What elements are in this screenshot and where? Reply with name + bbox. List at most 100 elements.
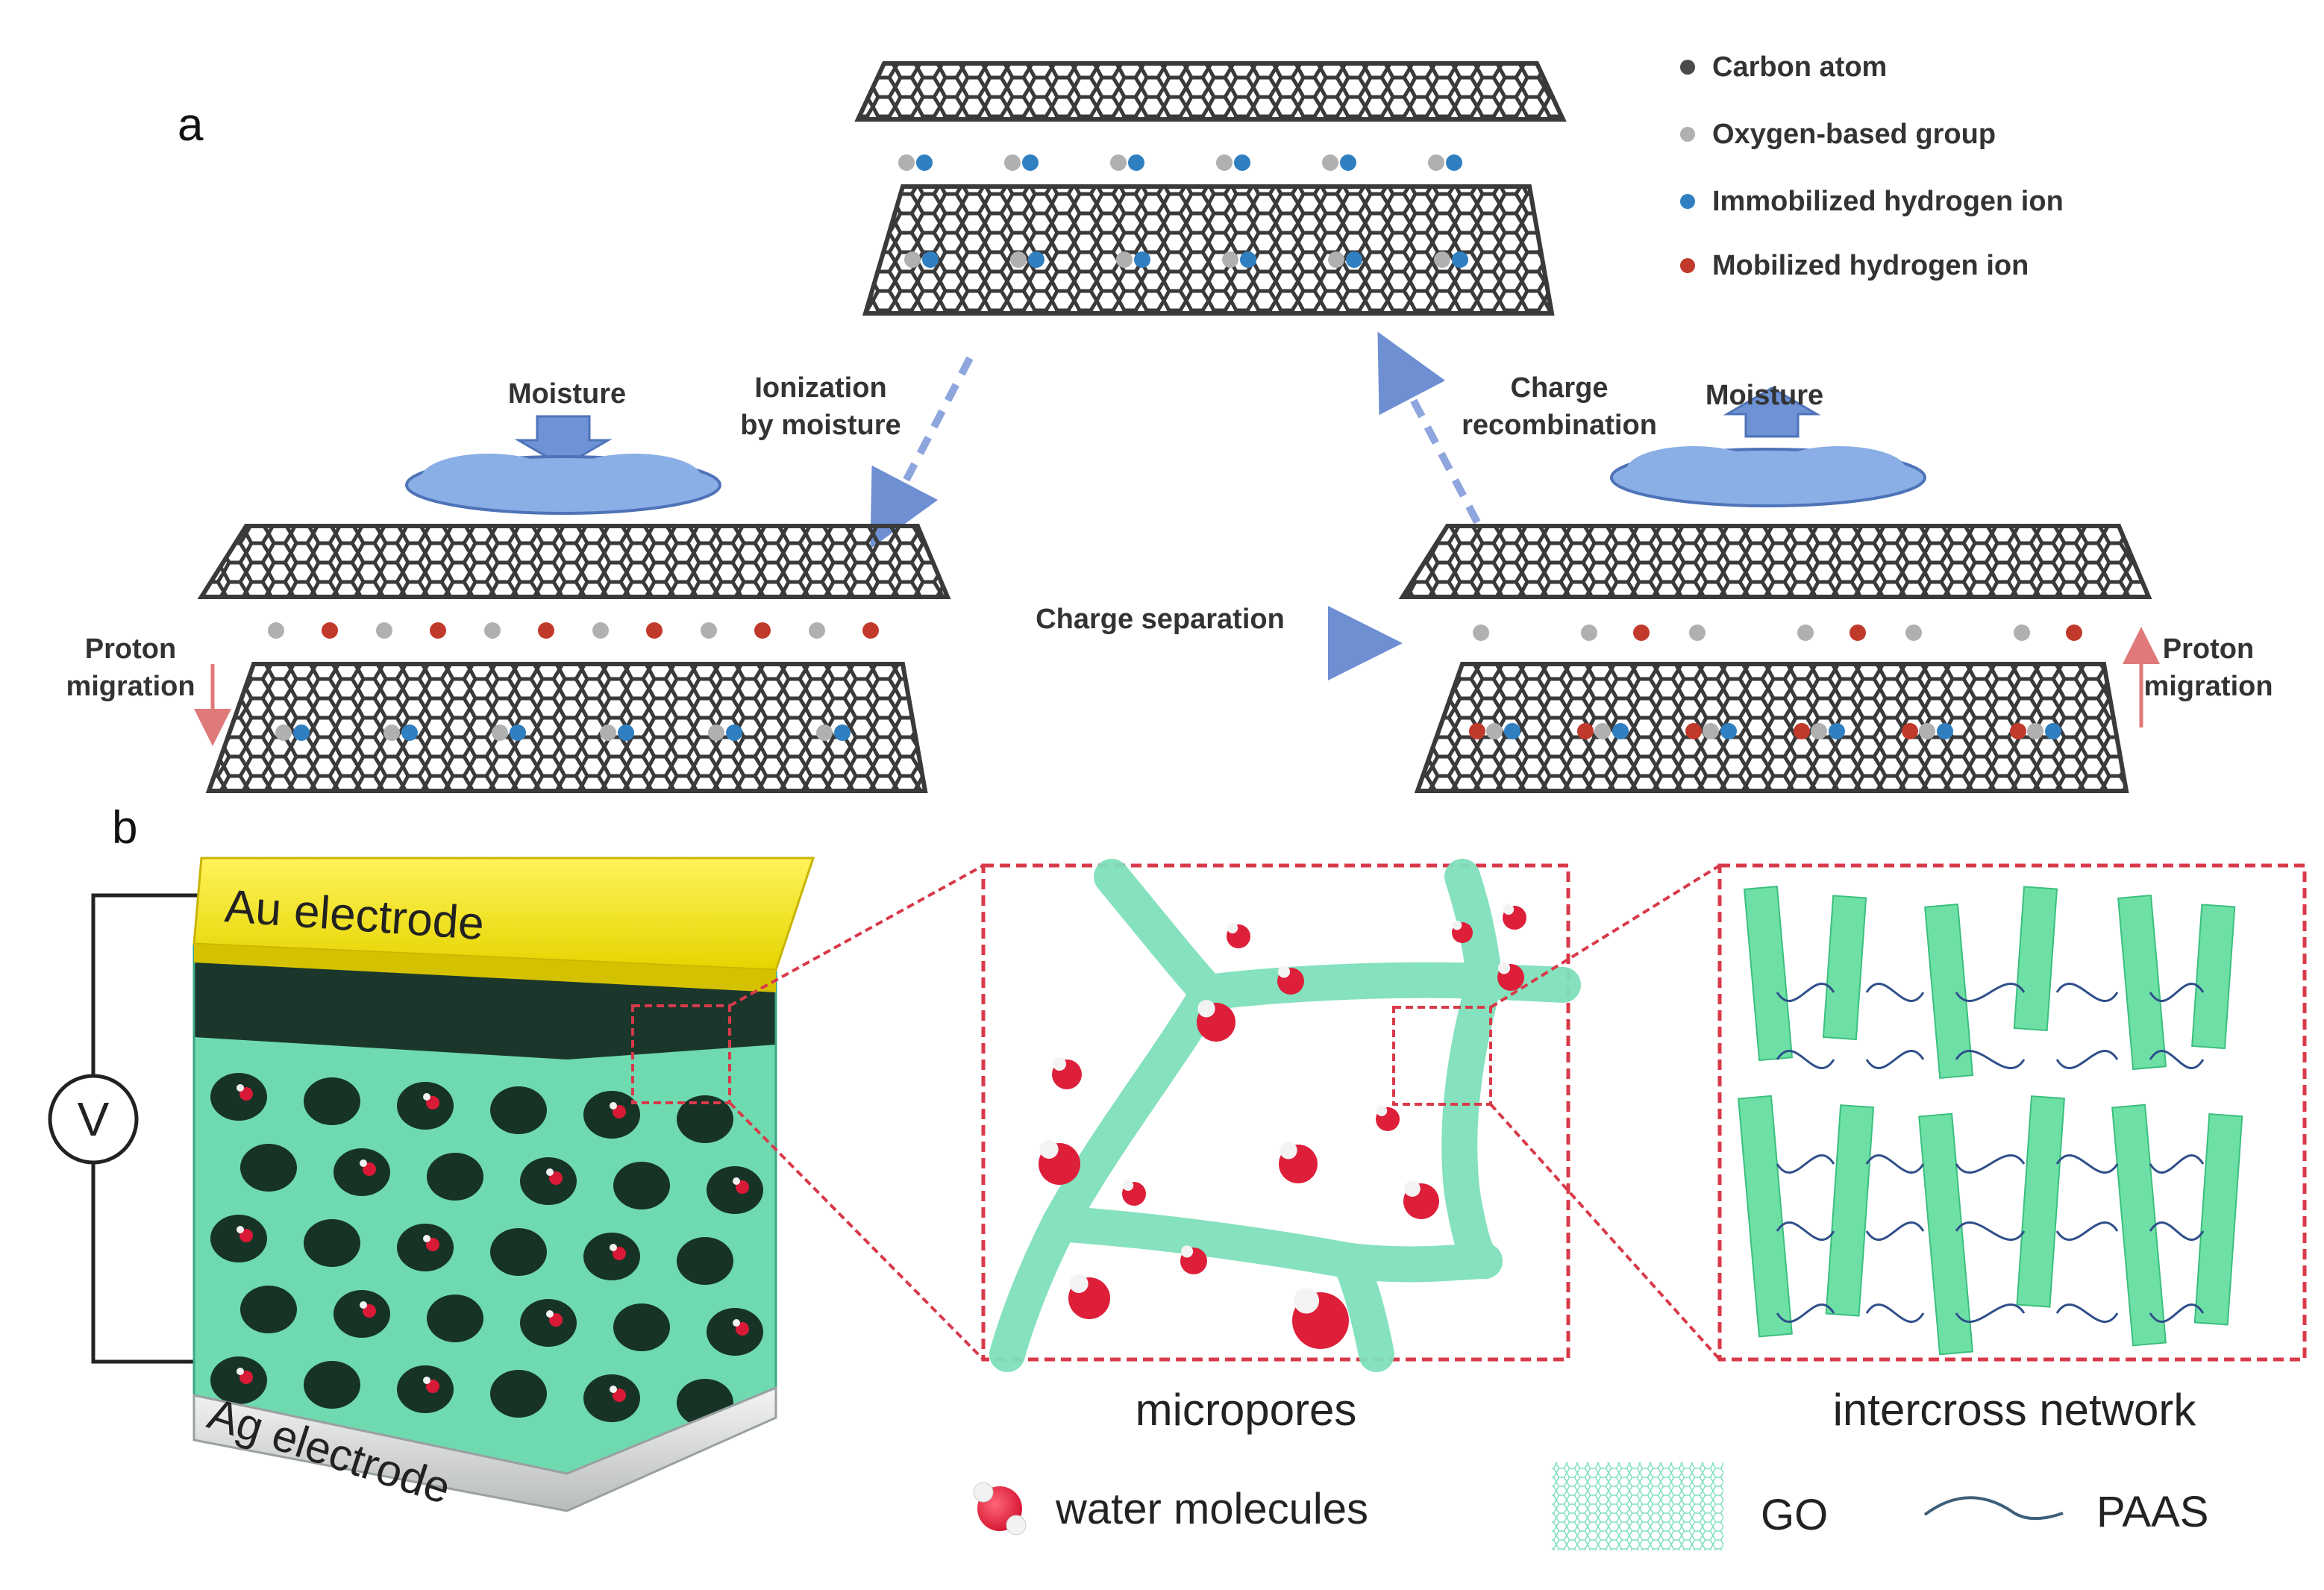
micropores-inset [981,859,1581,1372]
pore [490,1086,547,1134]
legend-mobilized-dot [1680,258,1695,273]
paas-legend-label: PAAS [2096,1488,2208,1536]
interlayer-ions-left [268,622,879,741]
pore [427,1153,483,1201]
mobilized-ion [430,622,446,639]
immobilized-ion [1028,251,1044,268]
water-hydrogen [423,1377,430,1384]
water-hydrogen [1497,962,1511,974]
oxygen-group [2014,625,2030,641]
mobilized-ion [538,622,554,639]
oxygen-group [1110,154,1127,171]
pore [583,1233,640,1280]
oxygen-group [1581,625,1597,641]
network-inset [1717,863,2307,1362]
pore [304,1361,360,1409]
immobilized-ion [2045,723,2061,739]
oxygen-group [1322,154,1338,171]
oxygen-group [1216,154,1233,171]
paas-chain [1776,1221,1835,1242]
water-hydrogen [1180,1245,1194,1258]
oxygen-group [268,622,284,639]
proton-label-left-1: Proton [85,633,176,665]
water-hydrogen [1122,1180,1134,1192]
water-hydrogen [1376,1105,1388,1117]
micropores-caption: micropores [1136,1385,1357,1435]
go-sheet [1822,895,1867,1041]
moisture-cloud-right [1610,386,1926,507]
oxygen-group [1428,154,1444,171]
mobilized-ion [1633,625,1650,641]
water-hydrogen [1197,1000,1215,1018]
circuit-wire [91,893,200,1364]
pore [677,1095,733,1143]
immobilized-ion [1340,154,1356,171]
water-hydrogen [237,1368,244,1375]
paas-chain [1776,982,1835,1003]
oxygen-group [701,622,717,639]
ionization-label-1: Ionization [754,372,886,404]
oxygen-group [809,622,825,639]
water-hydrogen [610,1244,617,1251]
paas-chain [1865,982,1925,1003]
water-hydrogen [1293,1288,1320,1314]
pore [210,1215,267,1262]
immobilized-ion [1128,154,1144,171]
oxygen-group [1004,154,1021,171]
immobilized-ion [1452,251,1468,268]
water-hydrogen [733,1177,740,1185]
graphene-sheet-left-lower [205,662,928,793]
go-sheet [2191,904,2236,1050]
interlayer-ions-top [898,154,1468,268]
water-hydrogen [1053,1057,1066,1071]
immobilized-ion [1022,154,1039,171]
oxygen-group [1689,625,1706,641]
paas-chain [1955,1154,2026,1174]
graphene-sheet-left-upper [197,524,951,599]
pore [490,1228,547,1276]
oxygen-group [492,724,508,741]
go-legend-icon [1552,1462,1723,1550]
pore [304,1077,360,1125]
pore [304,1219,360,1267]
paas-chain [2055,1049,2119,1070]
water-hydrogen [1503,904,1515,915]
go-sheet [1738,1095,1793,1338]
mobilized-ion [1469,723,1485,739]
paas-chain [1865,1221,1925,1242]
pore [333,1290,390,1338]
paas-chain [1955,982,2026,1003]
oxygen-group [1811,723,1827,739]
water-hydrogen [1452,920,1462,930]
water-hydrogen [546,1168,554,1176]
moisture-label-right: Moisture [1706,380,1823,411]
water-molecule-icon [973,1482,1027,1536]
paas-chain [2055,1221,2119,1242]
recombination-label-2: recombination [1462,410,1657,441]
go-sheet [2013,886,2058,1032]
go-sheet [2193,1113,2243,1326]
pore [613,1162,670,1209]
oxygen-group [1116,251,1133,268]
paas-chain [2149,1049,2205,1070]
immobilized-ion [1446,154,1462,171]
go-sheet [2016,1095,2065,1308]
oxygen-group [1434,251,1450,268]
water-hydrogen [1404,1180,1421,1197]
pore [427,1295,483,1342]
paas-chain [2149,1303,2205,1324]
mobilized-ion [754,622,771,639]
zoom-line-1 [729,864,984,1007]
pore [397,1224,454,1271]
oxygen-group [904,251,921,268]
legend-immobilized-dot [1680,194,1695,209]
mobilized-ion [1577,723,1594,739]
oxygen-group [1797,625,1814,641]
oxygen-group [1473,625,1489,641]
paas-chain [2149,982,2205,1003]
paas-chain [1955,1303,2026,1324]
panel-label-a: a [178,99,204,151]
mobilized-ion [1902,723,1918,739]
immobilized-ion [1346,251,1362,268]
pore [210,1356,267,1404]
